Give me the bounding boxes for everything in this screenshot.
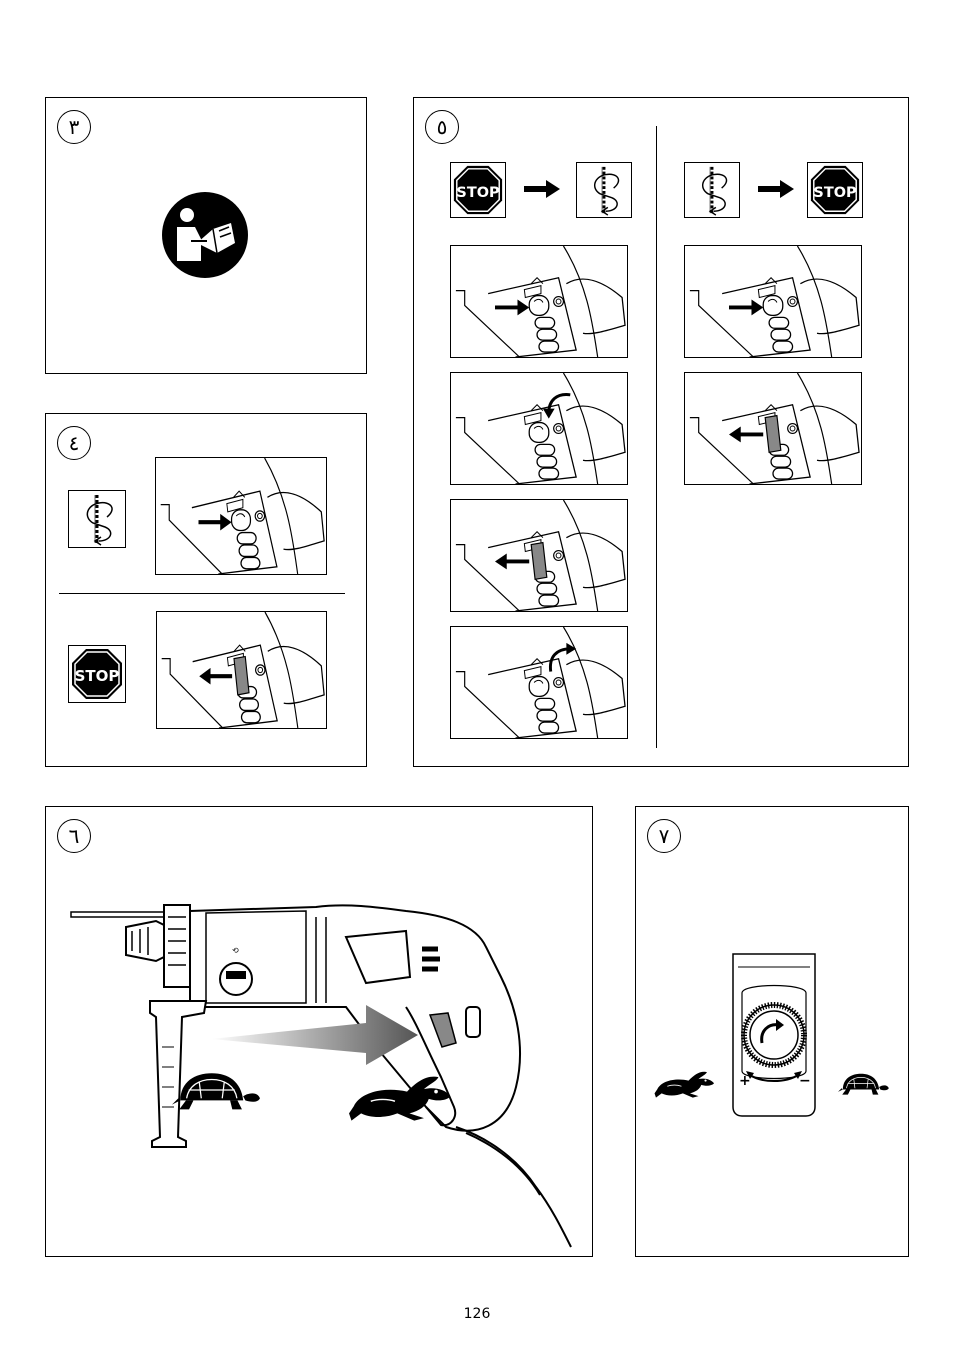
- stop-sign-icon: STOP: [68, 645, 126, 703]
- turtle-icon: [171, 1069, 263, 1113]
- step-illustration-3: [450, 499, 628, 612]
- switch-illustration-off: [156, 611, 327, 729]
- stop-label: STOP: [813, 185, 856, 201]
- vertical-divider: [656, 126, 657, 748]
- step-illustration-5: [684, 245, 862, 358]
- plus-label: +: [739, 1073, 751, 1089]
- rabbit-icon: [652, 1065, 718, 1099]
- page-number: 126: [0, 1306, 954, 1322]
- stop-sign-icon: STOP: [450, 162, 506, 218]
- svg-text:⟲: ⟲: [232, 946, 239, 955]
- panel-4: ٤ STOP: [45, 413, 367, 767]
- rotation-drill-icon: [576, 162, 632, 218]
- step-illustration-2: [450, 372, 628, 485]
- panel-number: ٧: [647, 819, 681, 853]
- panel-7: ٧ + −: [635, 806, 909, 1257]
- read-manual-icon: [161, 191, 249, 279]
- minus-label: −: [799, 1073, 811, 1089]
- step-illustration-4: [450, 626, 628, 739]
- rotation-drill-icon: [684, 162, 740, 218]
- panel-number: ٤: [57, 426, 91, 460]
- turtle-icon: [838, 1071, 890, 1097]
- step-illustration-1: [450, 245, 628, 358]
- panel-5: ٥ STOP STOP: [413, 97, 909, 767]
- step-illustration-6: [684, 372, 862, 485]
- rabbit-icon: [341, 1065, 461, 1123]
- divider: [59, 593, 345, 594]
- panel-3: ٣: [45, 97, 367, 374]
- panel-number: ٥: [425, 110, 459, 144]
- rotation-drill-icon: [68, 490, 126, 548]
- speed-dial-illustration: [732, 953, 816, 1117]
- arrow-right-icon: [758, 180, 794, 198]
- arrow-right-icon: [524, 180, 560, 198]
- hammer-drill-illustration: ⟲: [46, 807, 592, 1256]
- switch-illustration-on: [155, 457, 327, 575]
- stop-label: STOP: [456, 185, 499, 201]
- stop-label: STOP: [75, 667, 120, 685]
- panel-6: ٦ ⟲: [45, 806, 593, 1257]
- stop-sign-icon: STOP: [807, 162, 863, 218]
- panel-number: ٣: [57, 110, 91, 144]
